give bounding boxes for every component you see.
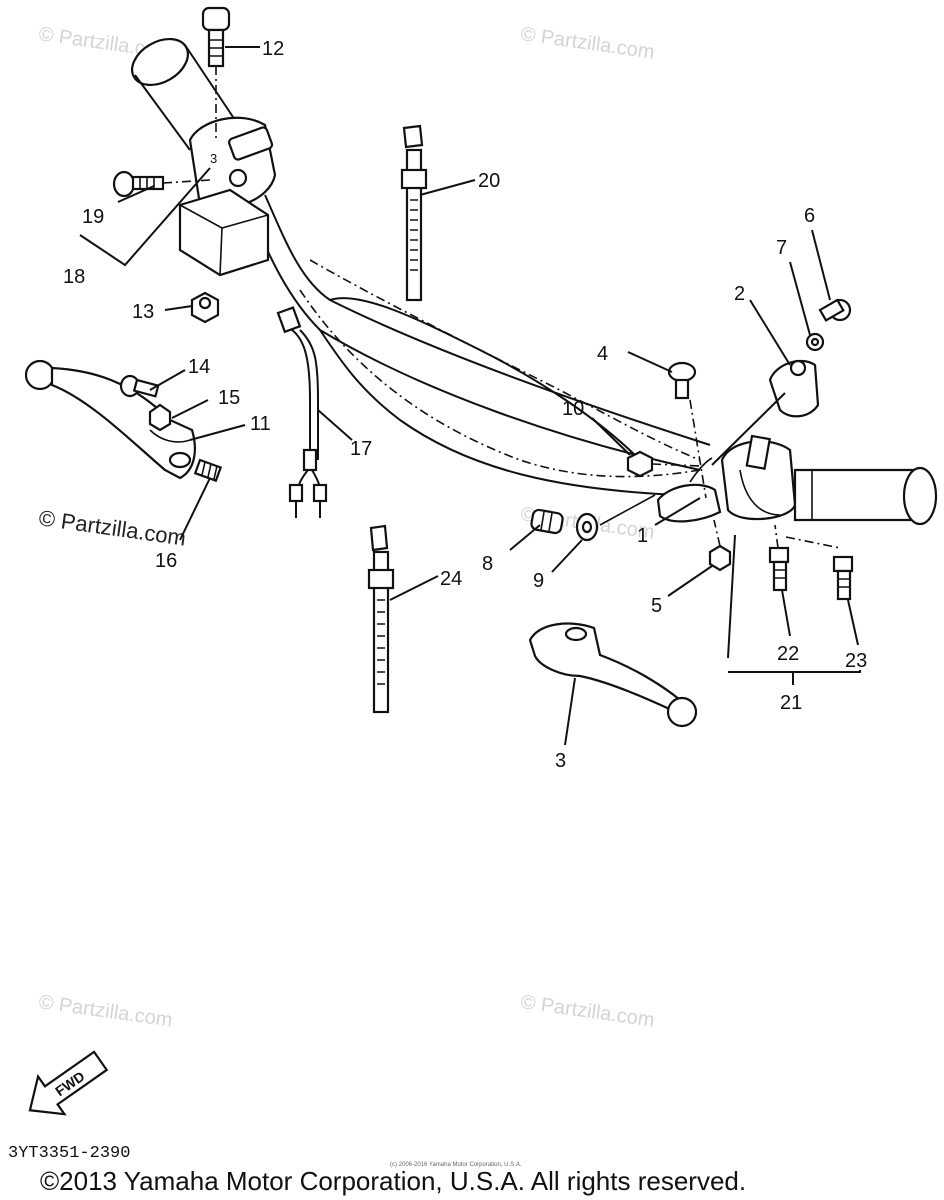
watermark-dark: © Partzilla.com [37,505,187,550]
callout-3: 3 [555,750,566,772]
callout-15: 15 [218,387,240,409]
bolt-14 [119,374,160,398]
screw-23 [785,536,854,601]
callout-18: 18 [63,266,85,288]
screw-19 [112,170,211,198]
washer-7 [805,332,825,352]
spring-16 [193,458,223,483]
nut-13 [190,291,220,324]
right-grip [793,466,938,526]
callout-20: 20 [478,170,500,192]
callout-14: 14 [188,356,210,378]
callout-22: 22 [777,643,799,665]
callout-23: 23 [845,650,867,672]
watermark-bottom-left: © Partzilla.com [37,991,174,1032]
adjuster-8 [530,508,564,535]
callout-24: 24 [440,568,462,590]
cable-tie-20 [400,124,428,302]
holder-2 [768,359,820,418]
wire-17 [276,306,328,518]
callout-11: 11 [250,413,271,435]
right-lever [528,622,698,728]
callout-7: 7 [776,237,787,259]
right-throttle-housing [720,434,797,521]
bolt-12 [201,6,231,140]
callout-10: 10 [562,398,584,420]
fwd-arrow-icon: FWD [28,1050,109,1116]
washer-9 [575,494,656,542]
bolt-4 [667,361,707,499]
callout-6: 6 [804,205,815,227]
svg-text:3: 3 [210,151,217,166]
left-lever [24,359,196,480]
switch-box [178,188,270,277]
callout-13: 13 [132,301,154,323]
left-grip [131,37,236,151]
cable-tie-24 [367,524,395,714]
leader-lines [79,46,861,746]
watermark-top-right: © Partzilla.com [519,23,656,64]
watermark-bottom-right: © Partzilla.com [519,991,656,1032]
left-switch-housing: 3 [188,116,277,210]
callout-2: 2 [734,283,745,305]
diagram-code: 3YT3351-2390 [8,1144,130,1163]
callout-12: 12 [262,38,284,60]
callout-1: 1 [637,525,648,547]
clutch-bracket [656,457,722,523]
small-copyright: (c) 2006-2016 Yamaha Motor Corporation, … [390,1162,522,1168]
callout-17: 17 [350,438,372,460]
callout-8: 8 [482,553,493,575]
callout-labels: 12 20 19 18 13 14 15 11 16 17 6 7 2 4 10… [63,38,867,772]
callout-16: 16 [155,550,177,572]
callout-4: 4 [597,343,608,365]
callout-19: 19 [82,206,104,228]
nut-15 [148,403,172,432]
copyright-notice: ©2013 Yamaha Motor Corporation, U.S.A. A… [40,1166,746,1196]
screw-6 [818,298,852,322]
nut-5 [708,519,732,572]
callout-21: 21 [780,692,802,714]
nut-10 [626,450,701,478]
screw-22 [768,524,790,592]
callout-9: 9 [533,570,544,592]
callout-5: 5 [651,595,662,617]
